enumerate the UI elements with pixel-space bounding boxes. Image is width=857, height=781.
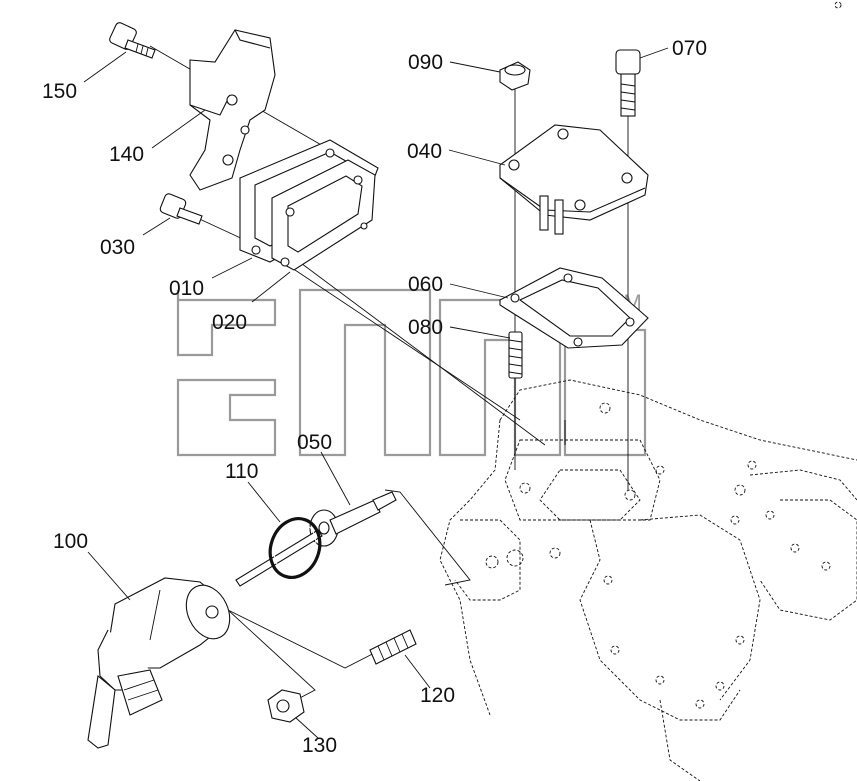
bolt-150 (109, 22, 156, 59)
label-110: 110 (225, 460, 258, 483)
bolt-070 (615, 49, 641, 117)
oring-110 (268, 517, 322, 579)
label-150: 150 (42, 80, 77, 103)
nut-130 (267, 689, 305, 723)
bracket-140 (189, 29, 276, 191)
label-090: 090 (408, 51, 443, 74)
alignment-lines (149, 45, 629, 701)
label-leaders (83, 47, 669, 739)
gasket-060 (499, 267, 649, 349)
bolt-030 (159, 193, 203, 225)
label-060: 060 (408, 273, 443, 296)
label-050: 050 (297, 431, 332, 454)
label-070: 070 (672, 37, 707, 60)
label-120: 120 (420, 684, 455, 707)
solenoid-100 (87, 577, 231, 749)
part-labels: 150 140 030 010 020 090 070 040 060 080 … (42, 37, 707, 757)
engine-block (439, 1, 857, 781)
stud-120 (369, 629, 417, 665)
label-080: 080 (408, 316, 443, 339)
label-040: 040 (407, 140, 442, 163)
label-010: 010 (169, 277, 204, 300)
plunger-050 (235, 491, 397, 587)
label-030: 030 (100, 236, 135, 259)
stud-080 (508, 331, 523, 379)
label-140: 140 (109, 143, 144, 166)
label-100: 100 (53, 530, 88, 553)
label-020: 020 (212, 311, 247, 334)
gasket-020 (271, 159, 376, 271)
plate-040 (499, 124, 649, 235)
nut-090 (499, 61, 531, 91)
label-130: 130 (302, 734, 337, 757)
